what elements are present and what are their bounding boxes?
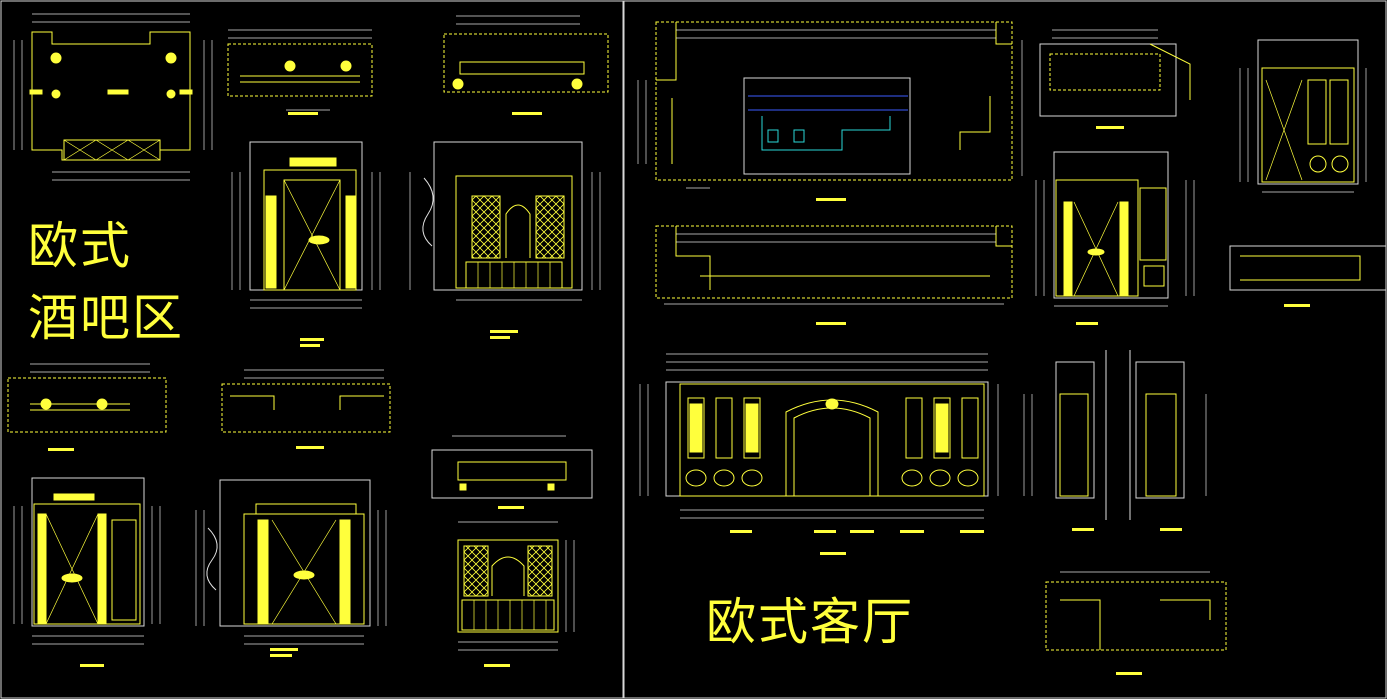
bar-elevation-e[interactable]	[457, 539, 559, 633]
bar-ceiling-plan-2[interactable]	[443, 33, 609, 93]
living-elevation-a-dims	[1035, 180, 1195, 325]
living-plan-small-2[interactable]	[1229, 245, 1387, 291]
bar-elevation-c-dims	[13, 506, 161, 667]
living-plan-small-1[interactable]	[1039, 43, 1191, 117]
bar-elevation-c[interactable]	[31, 477, 145, 627]
bar-plan-3[interactable]	[7, 377, 167, 433]
bar-elevation-e-dims	[458, 521, 575, 667]
bar-plan-5-dims	[452, 435, 566, 509]
living-section-dims	[1023, 394, 1207, 531]
living-ceiling-plan-1-dims	[637, 29, 1023, 201]
bar-ceiling-plan-2-dims	[456, 15, 580, 115]
living-elevation-a[interactable]	[1053, 151, 1169, 299]
bar-plan-5[interactable]	[431, 449, 593, 499]
living-elevation-b-dims	[1239, 68, 1367, 193]
living-section[interactable]	[1055, 350, 1185, 520]
bar-plan-4[interactable]	[221, 383, 391, 433]
bar-area-title-line1: 欧式	[28, 217, 132, 275]
bar-plan-4-dims	[244, 369, 384, 449]
living-ceiling-plan-1[interactable]	[655, 21, 1013, 181]
bar-area-plan-dimensions	[13, 13, 213, 181]
living-plan-small-1-dims	[1052, 29, 1158, 129]
bar-elevation-b[interactable]	[422, 141, 583, 291]
living-room-title: 欧式客厅	[706, 593, 914, 651]
bar-ceiling-plan-1-dims	[228, 29, 372, 115]
bar-elevation-a[interactable]	[249, 141, 363, 291]
living-elevation-b[interactable]	[1257, 39, 1359, 185]
bar-area-title-line2: 酒吧区	[28, 289, 184, 347]
living-main-elevation[interactable]	[665, 381, 989, 497]
bar-plan-3-dims	[30, 363, 150, 451]
bar-elevation-d-dims	[195, 510, 387, 657]
living-plan-small-3[interactable]	[1045, 581, 1227, 651]
bar-elevation-b-dims	[409, 172, 601, 339]
living-ceiling-plan-2[interactable]	[655, 225, 1013, 299]
bar-ceiling-plan-1[interactable]	[227, 43, 373, 97]
living-plan-small-3-dims	[1060, 571, 1210, 675]
living-plan-small-2-dims	[1284, 304, 1310, 307]
bar-elevation-d[interactable]	[206, 479, 371, 627]
bar-elevation-a-dims	[231, 172, 381, 347]
bar-area-plan[interactable]	[29, 31, 193, 161]
living-ceiling-plan-2-dims	[664, 233, 1004, 325]
living-main-elevation-dims	[639, 353, 999, 555]
